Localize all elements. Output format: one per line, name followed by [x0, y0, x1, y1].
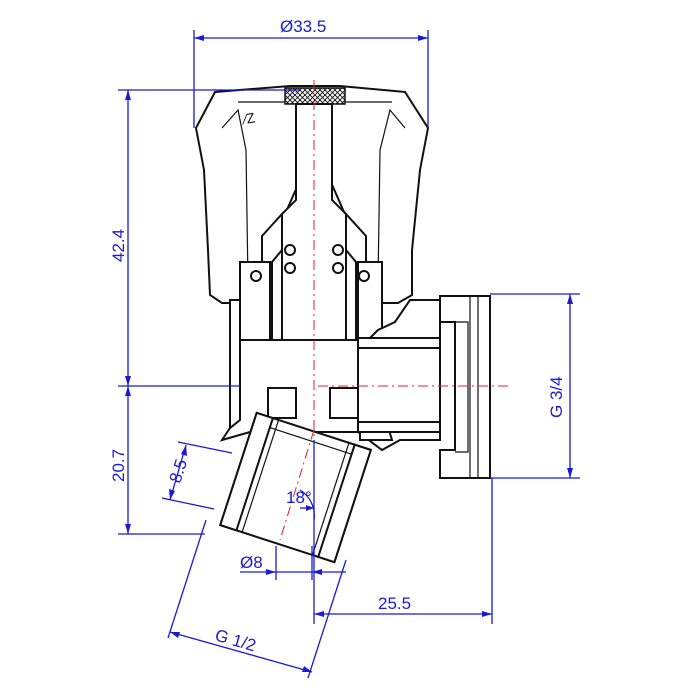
dimension-lines [118, 30, 580, 679]
seat-washers [267, 387, 359, 419]
inlet-tailpiece [218, 411, 373, 564]
o-rings [250, 244, 370, 282]
dim-height-upper: 42.4 [109, 229, 128, 262]
dim-angle: 18° [286, 488, 312, 507]
dim-outlet-thread: G 3/4 [547, 376, 566, 418]
dim-height-lower: 20.7 [109, 449, 128, 482]
dim-top-diameter: Ø33.5 [280, 17, 326, 36]
handwheel-marking: ⁄Z [240, 109, 257, 127]
dim-offset: 25.5 [378, 594, 411, 613]
dim-bore-diameter: Ø8 [240, 553, 263, 572]
centerlines [279, 80, 508, 541]
dim-inlet-length: 8.5 [166, 457, 191, 485]
outlet-union-nut [439, 295, 491, 479]
